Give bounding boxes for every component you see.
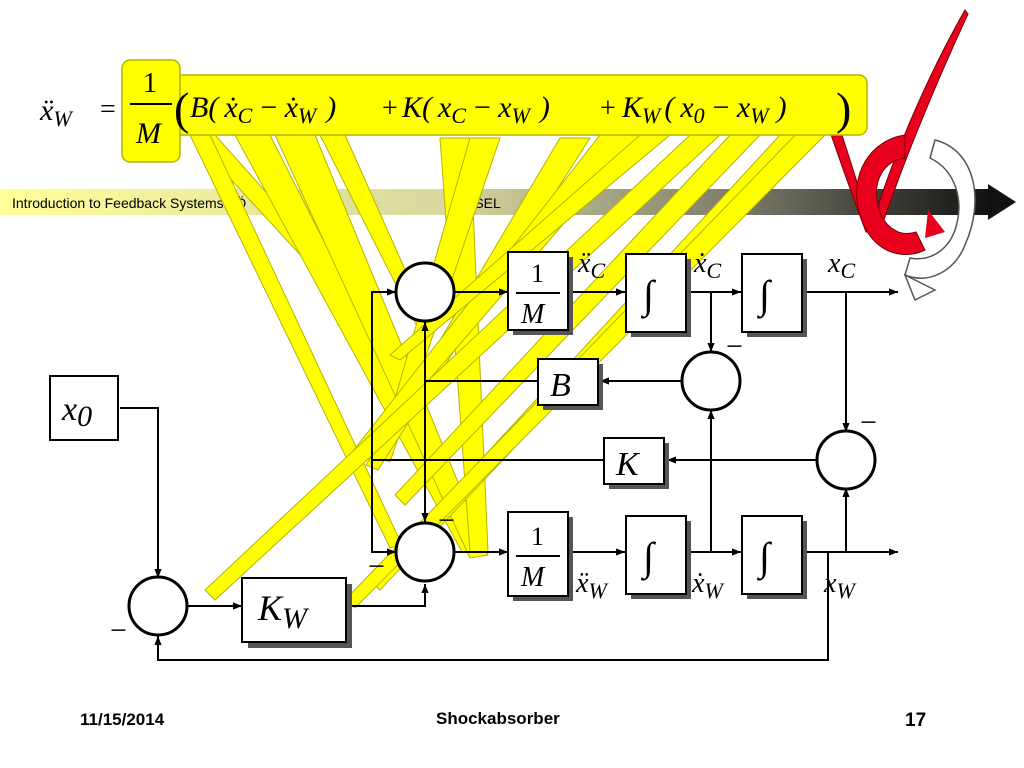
sum-position (815, 429, 877, 491)
label-vel-w: ẋW (691, 568, 724, 603)
footer-page-number: 17 (905, 710, 927, 731)
integral-icon: ∫ (640, 272, 657, 319)
integral-icon: ∫ (756, 534, 773, 581)
eq-plus-2: + (600, 93, 616, 124)
sum-velocity (680, 350, 742, 412)
label-vel-c: ẋC (693, 248, 721, 283)
minus-sign: − (368, 550, 385, 583)
eq-frac-den: M (135, 117, 163, 150)
logo-check-icon (825, 9, 976, 302)
eq-frac-num: 1 (143, 68, 157, 99)
block-integrator-w2: ∫ (741, 515, 807, 599)
eq-close-paren: ) (836, 83, 851, 134)
eq-term-3: KW(x0−xW) (621, 91, 787, 128)
block-input: x0 (49, 375, 119, 441)
banner-text: Introduction to Feedback Systems / Ö (12, 194, 246, 211)
equation: ẍW = 1 M ( B(ẋC−ẋW) + K(xC−xW) + KW(x0−x… (39, 59, 868, 163)
sum-input (127, 575, 189, 637)
eq-open-paren: ( (174, 83, 189, 134)
minus-sign: − (726, 330, 743, 363)
eq-plus-1: + (382, 93, 398, 124)
title-banner: Introduction to Feedback Systems / Ö KSE… (0, 184, 1016, 220)
label-acc-w: ẍW (575, 568, 608, 603)
fraction-highlight-box (121, 59, 181, 163)
sum-junctions (127, 261, 877, 637)
wheel-stiffness-label: KW (257, 588, 310, 635)
eq-term-1: B(ẋC−ẋW) (190, 91, 336, 128)
eq-lhs: ẍW (39, 94, 73, 131)
label-acc-c: ẍC (577, 248, 605, 283)
stiffness-label: K (615, 446, 641, 483)
integral-icon: ∫ (640, 534, 657, 581)
block-integrator-c1: ∫ (625, 253, 691, 337)
minus-sign: − (110, 614, 127, 647)
minus-sign: − (438, 504, 455, 537)
footer-title: Shockabsorber (436, 709, 560, 728)
input-label: x0 (61, 391, 92, 433)
block-integrator-c2: ∫ (741, 253, 807, 337)
label-pos-c: xC (827, 248, 855, 283)
block-integrator-w1: ∫ (625, 515, 691, 599)
signal-labels: ẍC ẋC xC ẍW ẋW xW − − − − − (110, 248, 877, 647)
sum-top (394, 261, 456, 323)
block-stiffness: K (603, 437, 669, 489)
inv-mass-den: M (520, 562, 546, 593)
inv-mass-num: 1 (531, 259, 544, 288)
block-inv-mass-top: 1 M (507, 251, 573, 335)
footer-date: 11/15/2014 (80, 710, 165, 729)
block-wheel-stiffness: KW (241, 577, 352, 648)
minus-sign: − (860, 406, 877, 439)
damping-label: B (550, 367, 571, 404)
inv-mass-num: 1 (531, 522, 544, 551)
label-pos-w: xW (823, 568, 856, 603)
sum-bottom (394, 521, 456, 583)
block-diagram-wires (120, 288, 898, 661)
inv-mass-den: M (520, 299, 546, 330)
eq-equals: = (100, 94, 116, 125)
integral-icon: ∫ (756, 272, 773, 319)
block-damping: B (537, 358, 603, 410)
eq-term-2: K(xC−xW) (401, 91, 550, 128)
block-inv-mass-bottom: 1 M (507, 511, 573, 601)
